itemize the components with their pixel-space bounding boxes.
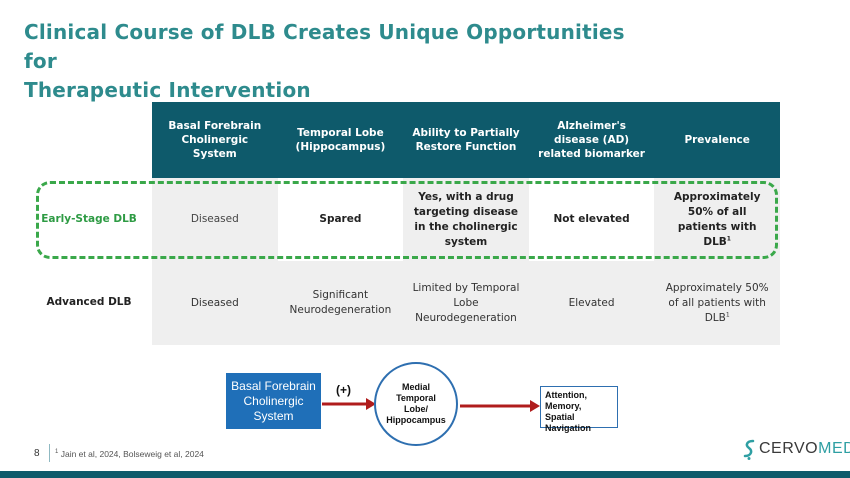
early-stage-highlight <box>36 181 778 259</box>
footer-divider <box>49 444 50 462</box>
footnote-mark: 1 <box>725 311 730 318</box>
cell-early-biomarker: Not elevated <box>553 213 630 225</box>
bf-line-1: Basal Forebrain <box>231 378 316 393</box>
basal-forebrain-box: Basal Forebrain Cholinergic System <box>226 373 321 429</box>
cell-adv-ability: Limited by Temporal Lobe Neurodegenerati… <box>403 261 529 345</box>
bf-line-2: Cholinergic <box>243 393 304 408</box>
outcome-line-2: Memory, <box>545 401 582 411</box>
header-ability-restore: Ability to Partially Restore Function <box>412 127 520 153</box>
cervomed-logo-icon <box>743 439 755 460</box>
bottom-bar <box>0 471 850 478</box>
positive-connector-label: (+) <box>336 383 351 397</box>
slide-title-line-1: Clinical Course of DLB Creates Unique Op… <box>24 20 625 73</box>
slide-title: Clinical Course of DLB Creates Unique Op… <box>24 18 664 105</box>
footnote-text: Jain et al, 2024, Bolseweig et al, 2024 <box>60 449 204 459</box>
page-number: 8 <box>34 448 40 459</box>
company-logo: CERVOMED <box>742 438 850 460</box>
header-prevalence: Prevalence <box>684 134 750 146</box>
circle-line-1: Medial <box>401 382 430 392</box>
row-label-early-stage: Early-Stage DLB <box>41 213 137 225</box>
cell-early-prevalence: Approximately 50% of all patients with D… <box>654 178 780 261</box>
slide-title-line-2: Therapeutic Intervention <box>24 78 311 102</box>
cell-adv-biomarker: Elevated <box>528 261 655 345</box>
header-ad-biomarker: Alzheimer's disease (AD) related biomark… <box>538 120 645 160</box>
row-label-advanced: Advanced DLB <box>46 296 132 308</box>
header-temporal-lobe: Temporal Lobe (Hippocampus) <box>295 127 386 153</box>
cell-adv-temporal: Significant Neurodegeneration <box>277 261 404 345</box>
logo-text-left: CERVO <box>759 440 819 457</box>
circle-line-4: Hippocampus <box>386 415 446 425</box>
cell-adv-prevalence-text: Approximately 50% of all patients with D… <box>665 281 769 324</box>
outcome-line-1: Attention, <box>545 390 587 400</box>
outcome-box: Attention, Memory, Spatial Navigation <box>540 386 618 433</box>
cell-early-basal: Diseased <box>152 178 278 261</box>
circle-line-3: Lobe/ <box>404 404 428 414</box>
cell-early-temporal: Spared <box>319 213 362 225</box>
hippocampus-circle: Medial Temporal Lobe/ Hippocampus <box>374 362 458 446</box>
logo-text: CERVOMED <box>759 440 850 458</box>
table-row-advanced: Diseased Significant Neurodegeneration L… <box>152 261 780 345</box>
footnote-mark: 1 <box>726 235 731 242</box>
cell-adv-basal: Diseased <box>152 261 278 345</box>
table-header: Basal Forebrain Cholinergic System Tempo… <box>152 102 780 178</box>
logo-text-right: MED <box>818 440 850 457</box>
footnote-mark: 1 <box>55 449 59 456</box>
table-row-early-stage: Diseased Spared Yes, with a drug targeti… <box>152 178 780 261</box>
header-basal-forebrain: Basal Forebrain Cholinergic System <box>168 120 262 160</box>
right-arrow-icon <box>322 398 376 410</box>
footnote: 1 Jain et al, 2024, Bolseweig et al, 202… <box>55 449 204 459</box>
cell-early-prevalence-text: Approximately 50% of all patients with D… <box>673 190 761 248</box>
bf-line-3: System <box>253 408 294 423</box>
cell-adv-prevalence: Approximately 50% of all patients with D… <box>654 261 780 345</box>
circle-line-2: Temporal <box>396 393 436 403</box>
right-arrow-icon <box>460 400 540 412</box>
outcome-line-3: Spatial Navigation <box>545 412 592 433</box>
cell-early-ability: Yes, with a drug targeting disease in th… <box>403 178 529 261</box>
